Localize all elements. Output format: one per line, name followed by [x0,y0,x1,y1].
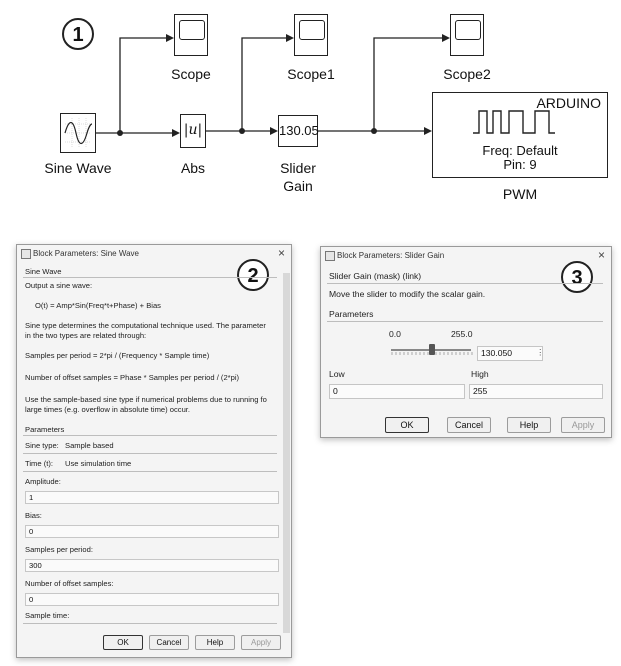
scope1-block[interactable] [294,14,328,56]
sine-wave-parameters-dialog: Block Parameters: Sine Wave × 2 Sine Wav… [16,244,292,658]
ok-button[interactable]: OK [385,417,429,433]
sample-time-label: Sample time: [25,611,70,620]
divider [23,277,277,278]
slider-gain-label-line2: Gain [283,178,313,194]
slider-dialog-titlebar[interactable]: Block Parameters: Slider Gain × [321,247,611,265]
scope-icon [179,20,205,40]
description-line: Use the sample-based sine type if numeri… [25,395,267,404]
time-label: Time (t): [25,459,53,468]
scrollbar[interactable] [283,273,290,633]
divider [327,283,603,284]
pwm-waveform-icon [473,110,555,134]
divider [23,453,277,454]
signal-lines [96,34,450,137]
sine-wave-icon [64,118,93,148]
block-name: Slider Gain (mask) (link) [329,271,422,281]
parameters-heading: Parameters [25,425,65,434]
offset-samples-field[interactable]: 0 [25,593,279,606]
scope-block[interactable] [174,14,208,56]
slider-min-label: 0.0 [389,329,401,339]
scope1-label: Scope1 [287,66,335,82]
step-number-2: 2 [237,259,269,291]
low-field[interactable]: 0 [329,384,465,399]
pwm-label: PWM [502,186,538,202]
description-line: in the two types are related through: [25,331,147,340]
samples-per-period-field[interactable]: 300 [25,559,279,572]
close-icon[interactable]: × [597,248,605,262]
parameters-heading: Parameters [329,309,374,319]
abs-block[interactable]: |u| [180,114,206,148]
slider-gain-parameters-dialog: Block Parameters: Slider Gain × 3 Slider… [320,246,612,438]
sine-dialog-titlebar[interactable]: Block Parameters: Sine Wave × [17,245,291,263]
description-line: Sine type determines the computational t… [25,321,266,330]
slider-max-label: 255.0 [451,329,473,339]
samples-per-period-label: Samples per period: [25,545,93,554]
description-line: large times (e.g. overflow in absolute t… [25,405,191,414]
formula: O(t) = Amp*Sin(Freq*t+Phase) + Bias [35,301,161,310]
divider [23,623,277,624]
pwm-brand-label: ARDUINO [536,95,601,111]
description-line: Number of offset samples = Phase * Sampl… [25,373,240,382]
step-number-3: 3 [561,261,593,293]
ok-button[interactable]: OK [103,635,143,650]
block-name: Sine Wave [25,267,62,276]
abs-label: Abs [180,160,206,176]
scope-label: Scope [171,66,211,82]
cancel-button[interactable]: Cancel [149,635,189,650]
scope1-icon [299,20,325,40]
scope2-icon [455,20,481,40]
sine-dialog-title: Block Parameters: Sine Wave [33,249,139,258]
pwm-freq: Freq: Default [482,143,558,158]
cancel-button[interactable]: Cancel [447,417,491,433]
high-label: High [471,369,489,379]
scope2-block[interactable] [450,14,484,56]
bias-field[interactable]: 0 [25,525,279,538]
pwm-pin: Pin: 9 [503,157,537,172]
time-dropdown[interactable]: Use simulation time [65,459,132,468]
amplitude-label: Amplitude: [25,477,61,486]
sine-type-dropdown[interactable]: Sample based [65,441,114,450]
divider [23,471,277,472]
help-button[interactable]: Help [195,635,235,650]
description-line: Samples per period = 2*pi / (Frequency *… [25,351,210,360]
help-button[interactable]: Help [507,417,551,433]
divider [23,435,277,436]
amplitude-field[interactable]: 1 [25,491,279,504]
slider-gain-label-line1: Slider [280,160,316,176]
low-label: Low [329,369,345,379]
sine-wave-block[interactable] [60,113,96,153]
description-line: Output a sine wave: [25,281,93,290]
apply-button[interactable]: Apply [241,635,281,650]
step-number-1: 1 [62,18,94,50]
slider-gain-block[interactable]: 130.05 [278,115,319,147]
description: Move the slider to modify the scalar gai… [329,289,486,299]
matlab-window-icon [325,251,335,261]
scope2-label: Scope2 [443,66,491,82]
high-field[interactable]: 255 [469,384,603,399]
slider-dialog-title: Block Parameters: Slider Gain [337,251,445,260]
abs-symbol: |u| [183,122,203,138]
divider [327,321,603,322]
close-icon[interactable]: × [277,246,285,260]
slider-gain-value: 130.05 [279,123,319,138]
sine-wave-label: Sine Wave [44,160,112,176]
gain-slider-thumb[interactable] [428,344,435,355]
bias-label: Bias: [25,511,42,520]
spinner-icon[interactable]: ⋮ [536,347,545,357]
pwm-block[interactable]: ARDUINO Freq: Default Pin: 9 [432,92,608,178]
sine-type-label: Sine type: [25,441,59,450]
apply-button[interactable]: Apply [561,417,605,433]
gain-value-field[interactable]: 130.050 [477,346,543,361]
offset-samples-label: Number of offset samples: [25,579,114,588]
matlab-window-icon [21,249,31,259]
